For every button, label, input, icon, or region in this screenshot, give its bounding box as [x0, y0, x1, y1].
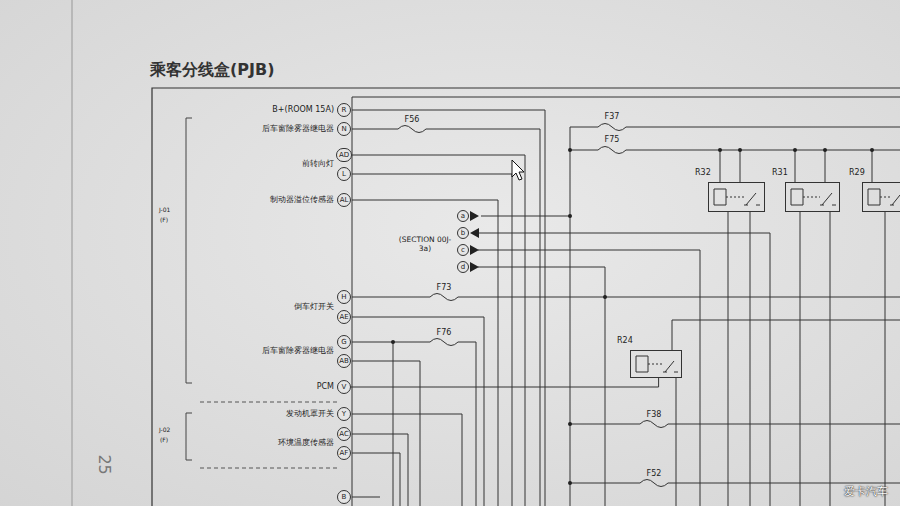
pin-letter: a: [461, 213, 465, 220]
pin-letter: L: [342, 171, 346, 178]
section-pin: d: [457, 261, 469, 273]
pin-letter: B: [342, 494, 347, 501]
connector-pin: V: [337, 380, 351, 394]
connector-pin: H: [337, 290, 351, 304]
relay-box: R31: [785, 182, 840, 212]
pin-letter: AC: [339, 431, 349, 438]
section-pin: c: [457, 244, 469, 256]
connector-pin: AB: [337, 354, 352, 368]
section-pin: b: [457, 227, 469, 239]
pin-label: 后车窗除雾器继电器: [262, 124, 334, 134]
junction-dot: [568, 422, 572, 426]
diagram-title: 乘客分线盒(PJB): [150, 60, 275, 81]
relay-box: R32: [708, 182, 765, 212]
connector-pin: N: [337, 122, 351, 136]
section-pin: a: [457, 210, 469, 222]
pin-letter: R: [342, 107, 347, 114]
relay-linkage: [648, 197, 890, 364]
relay-box: R24: [630, 350, 682, 378]
pjb-outline: [152, 88, 900, 506]
fuse-symbol: [398, 124, 668, 487]
connector-pin: AF: [337, 446, 351, 460]
pin-label: 倒车灯开关: [294, 302, 334, 312]
pin-letter: V: [342, 384, 347, 391]
connector-bracket: [186, 118, 192, 460]
pin-letter: AE: [339, 314, 348, 321]
pin-label: 发动机罩开关: [286, 409, 334, 419]
connector-pin: AE: [337, 310, 351, 324]
relay-label: R29: [849, 169, 865, 177]
connector-id: J-02: [159, 426, 170, 433]
pin-letter: AD: [339, 152, 349, 159]
junction-dot: [738, 148, 742, 152]
junction-dot: [568, 481, 572, 485]
page-edge: [71, 0, 73, 506]
pin-letter: AL: [340, 197, 349, 204]
fuse-label: F75: [605, 135, 620, 145]
junction-dot: [870, 148, 874, 152]
connector-divider: [200, 402, 340, 468]
junction-dot: [568, 148, 572, 152]
connector-pin: G: [337, 335, 351, 349]
pin-label: 后车窗除雾器继电器: [262, 346, 334, 356]
pin-letter: b: [461, 230, 465, 237]
connector-pin: AC: [337, 427, 352, 441]
connector-pin: R: [337, 103, 351, 117]
relay-label: R31: [772, 169, 788, 177]
connector-id: (F): [160, 436, 168, 443]
section-arrow: [470, 211, 479, 272]
pin-letter: c: [461, 247, 465, 254]
junction-dot: [391, 148, 874, 485]
pin-label: 环境温度传感器: [278, 438, 334, 448]
junction-dot: [793, 148, 797, 152]
junction-dot: [603, 295, 607, 299]
pin-letter: N: [341, 126, 346, 133]
fuse-label: F52: [647, 469, 662, 479]
watermark: 爱卡汽车: [844, 485, 888, 498]
connector-pin: L: [337, 167, 351, 181]
pin-label: 制动器溢位传感器: [270, 195, 334, 205]
fuse-label: F76: [437, 328, 452, 338]
pin-label: 前转向灯: [302, 159, 334, 169]
wire-connector: [351, 378, 659, 387]
fuse-label: F73: [437, 283, 452, 293]
connector-pin: AD: [336, 148, 351, 162]
connector-id: (F): [160, 216, 168, 223]
connector-pin: Y: [337, 407, 351, 421]
pin-letter: d: [461, 264, 465, 271]
mouse-cursor: [512, 160, 524, 180]
connector-id: J-01: [159, 206, 170, 213]
junction-dot: [568, 214, 572, 218]
relay-symbol: [636, 189, 900, 372]
pin-letter: Y: [342, 411, 346, 418]
pin-label: B+(ROOM 15A): [272, 105, 334, 115]
junction-dot: [718, 148, 722, 152]
junction-dot: [823, 148, 827, 152]
relay-label: R32: [695, 169, 711, 177]
pin-label: PCM: [317, 382, 334, 392]
relay-label: R24: [617, 337, 633, 345]
pin-letter: AF: [340, 450, 349, 457]
junction-dot: [391, 340, 395, 344]
fuse-label: F37: [605, 112, 620, 122]
pin-letter: G: [341, 339, 346, 346]
page-number: 25: [94, 455, 113, 475]
wire: [352, 97, 900, 506]
connector-pin: B: [337, 490, 351, 504]
fuse-label: F56: [405, 115, 420, 125]
relay-box: R29: [862, 182, 900, 212]
section-reference: (SECTION 00J-3a): [396, 235, 454, 253]
fuse-label: F38: [647, 410, 662, 420]
pin-letter: H: [341, 294, 346, 301]
pin-letter: AB: [339, 358, 349, 365]
connector-pin: AL: [337, 193, 351, 207]
